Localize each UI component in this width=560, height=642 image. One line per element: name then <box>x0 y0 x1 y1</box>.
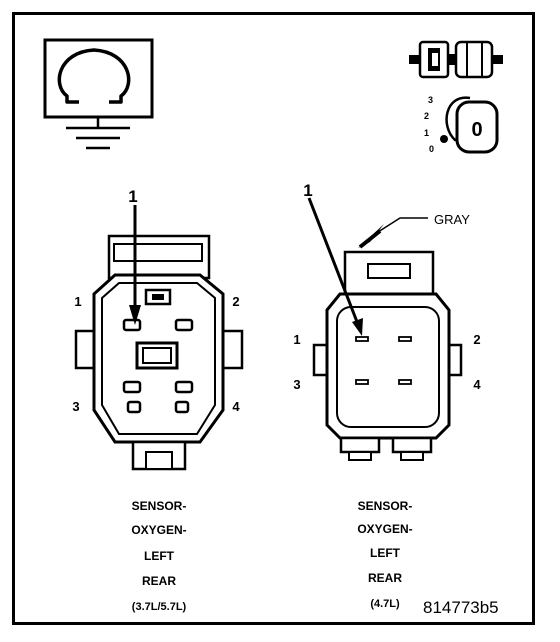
figure-id: 814773b5 <box>423 598 499 617</box>
caption-line: (4.7L) <box>370 598 400 610</box>
figure-border <box>12 12 535 625</box>
selector-dial-icon: 3 2 1 0 0 <box>424 95 499 154</box>
terminal-probe-icon <box>409 40 503 79</box>
color-label: GRAY <box>434 212 470 227</box>
pin-cavity <box>398 336 412 342</box>
pin-number-label: 3 <box>293 377 300 392</box>
left-callout-number: 1 <box>128 187 137 206</box>
caption-line: REAR <box>368 571 402 585</box>
caption-line: LEFT <box>144 549 175 563</box>
pin-cavity <box>122 318 142 332</box>
dial-position-label: 3 <box>428 95 433 105</box>
caption-line: (3.7L/5.7L) <box>132 601 187 613</box>
caption-line: LEFT <box>370 546 401 560</box>
caption-line: OXYGEN- <box>357 522 412 536</box>
pin-number-label: 4 <box>473 377 481 392</box>
pin-cavity <box>126 400 142 414</box>
dial-position-label: 1 <box>424 128 429 138</box>
caption-line: OXYGEN- <box>131 523 186 537</box>
left-connector: 1 1 2 3 4 <box>72 187 244 471</box>
pin-cavity <box>398 379 412 385</box>
pin-number-label: 2 <box>473 332 480 347</box>
pin-cavity <box>355 336 369 342</box>
pin-cavity <box>174 318 194 332</box>
right-connector-caption: SENSOR- OXYGEN- LEFT REAR (4.7L) <box>357 499 412 610</box>
right-connector: 1 GRAY 1 2 3 4 <box>293 181 481 461</box>
caption-line: SENSOR- <box>358 499 413 513</box>
left-connector-caption: SENSOR- OXYGEN- LEFT REAR (3.7L/5.7L) <box>131 499 186 613</box>
pin-cavity <box>174 400 190 414</box>
dial-position-label: 2 <box>424 111 429 121</box>
pin-number-label: 1 <box>293 332 300 347</box>
right-callout-number: 1 <box>303 181 312 200</box>
pin-number-label: 2 <box>232 294 239 309</box>
dial-position-label: 0 <box>429 144 434 154</box>
pin-cavity <box>355 379 369 385</box>
pin-cavity <box>174 380 194 394</box>
pin-number-label: 3 <box>72 399 79 414</box>
ohm-meter-icon <box>43 38 154 150</box>
dial-value: 0 <box>471 119 482 141</box>
pin-cavity <box>122 380 142 394</box>
caption-line: SENSOR- <box>132 499 187 513</box>
caption-line: REAR <box>142 574 176 588</box>
pin-number-label: 1 <box>74 294 81 309</box>
pin-number-label: 4 <box>232 399 240 414</box>
